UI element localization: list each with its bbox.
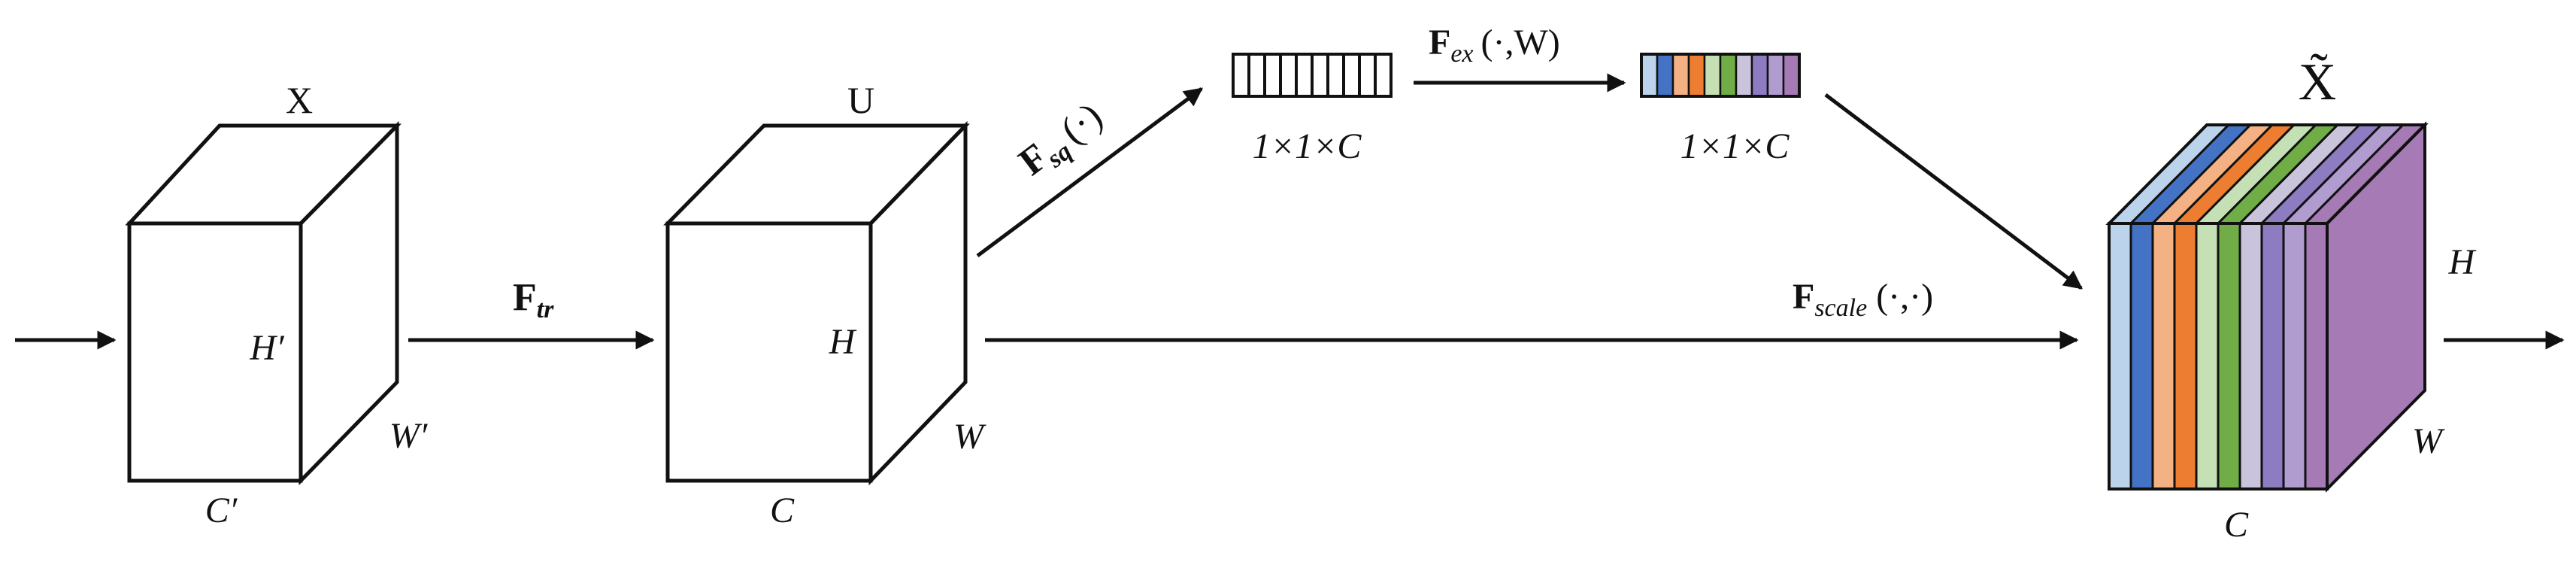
input-block	[125, 120, 402, 486]
excitation-vector-border	[1640, 53, 1801, 98]
squeeze-vector-cell	[1295, 53, 1314, 98]
input-block-top-label: X	[286, 79, 313, 121]
excitation-label: Fex(·,W)	[1429, 23, 1560, 68]
input-block-channel-label: C′	[205, 491, 238, 530]
squeeze-vector-label: 1×1×C	[1253, 126, 1362, 166]
feature-block-top	[663, 123, 970, 226]
output-front-slice	[2282, 222, 2307, 491]
feature-block-channel-label: C	[770, 491, 795, 530]
output-top-outline	[2105, 123, 2429, 225]
feature-block	[663, 120, 970, 486]
output-block-top-label: X̃	[2299, 53, 2337, 111]
input-block-height-label: H′	[249, 328, 285, 368]
squeeze-vector-cell	[1232, 53, 1250, 98]
squeeze-vector-cell	[1326, 53, 1345, 98]
excitation-vector-cell	[1719, 53, 1738, 98]
output-front-slice	[2151, 222, 2176, 491]
excitation-vector	[1640, 53, 1801, 98]
squeeze-vector-cell	[1263, 53, 1282, 98]
squeeze-arrow	[976, 87, 1204, 258]
output-front-slice	[2260, 222, 2285, 491]
excitation-vector-cell	[1750, 53, 1769, 98]
output-front-slice	[2173, 222, 2198, 491]
squeeze-vector-cell	[1247, 53, 1266, 98]
scale-label: Fscale(·,·)	[1793, 277, 1933, 322]
excitation-to-output-arrow	[1824, 93, 2083, 290]
output-front-slice	[2108, 222, 2132, 491]
excitation-vector-cell	[1656, 53, 1674, 98]
output-front-slice	[2238, 222, 2263, 491]
output-front-slice	[2195, 222, 2220, 491]
excitation-vector-cell	[1671, 53, 1690, 98]
squeeze-vector-cell	[1342, 53, 1361, 98]
output-front-slice	[2129, 222, 2154, 491]
feature-block-width-label: W	[953, 417, 986, 457]
excitation-vector-cell	[1640, 53, 1659, 98]
excitation-vector-cell	[1782, 53, 1801, 98]
transform-label: Ftr	[513, 276, 554, 323]
squeeze-vector	[1232, 53, 1393, 98]
input-block-side	[299, 120, 399, 486]
feature-block-height-label: H	[829, 322, 857, 362]
output-block	[2105, 121, 2429, 493]
excitation-vector-cell	[1766, 53, 1785, 98]
output-front-slice	[2304, 222, 2329, 491]
squeeze-vector-cell	[1358, 53, 1377, 98]
excitation-vector-cell	[1703, 53, 1722, 98]
output-front-slice	[2217, 222, 2241, 491]
input-block-width-label: W′	[389, 416, 429, 456]
feature-block-side	[868, 120, 968, 486]
feature-block-top-label: U	[847, 79, 874, 121]
excitation-vector-cell	[1735, 53, 1753, 98]
excitation-vector-cell	[1687, 53, 1706, 98]
squeeze-label: Fsq(·)	[1011, 95, 1113, 188]
output-block-height-label: H	[2448, 242, 2477, 282]
input-block-top	[125, 123, 402, 226]
excitation-vector-label: 1×1×C	[1680, 126, 1790, 166]
squeeze-vector-cell	[1279, 53, 1298, 98]
output-block-channel-label: C	[2224, 505, 2249, 545]
squeeze-vector-cell	[1374, 53, 1393, 98]
squeeze-vector-cell	[1311, 53, 1329, 98]
output-block-width-label: W	[2412, 421, 2445, 461]
